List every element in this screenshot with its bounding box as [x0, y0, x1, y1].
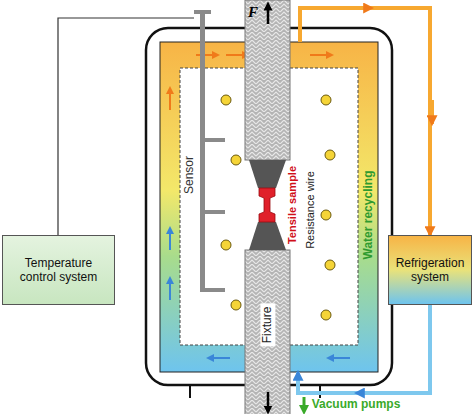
refrigeration-box: Refrigeration system [388, 235, 472, 305]
part-label: Fixture [260, 304, 275, 347]
control-box: Temperature control system [2, 235, 115, 305]
flow-arrow [430, 100, 434, 124]
flow-arrow [350, 6, 372, 10]
part-label: Resistance wire [304, 171, 316, 249]
coolant-pipe [298, 305, 430, 393]
region-label: Water recycling [361, 171, 375, 260]
part-label: Sensor [183, 156, 196, 194]
part-label: Vacuum pumps [312, 398, 401, 411]
force-label: F [248, 4, 258, 21]
part-label: Tensile sample [286, 166, 298, 244]
box-label: Refrigeration system [394, 256, 466, 285]
flow-arrow [356, 391, 380, 395]
box-label: Temperature control system [8, 256, 109, 285]
